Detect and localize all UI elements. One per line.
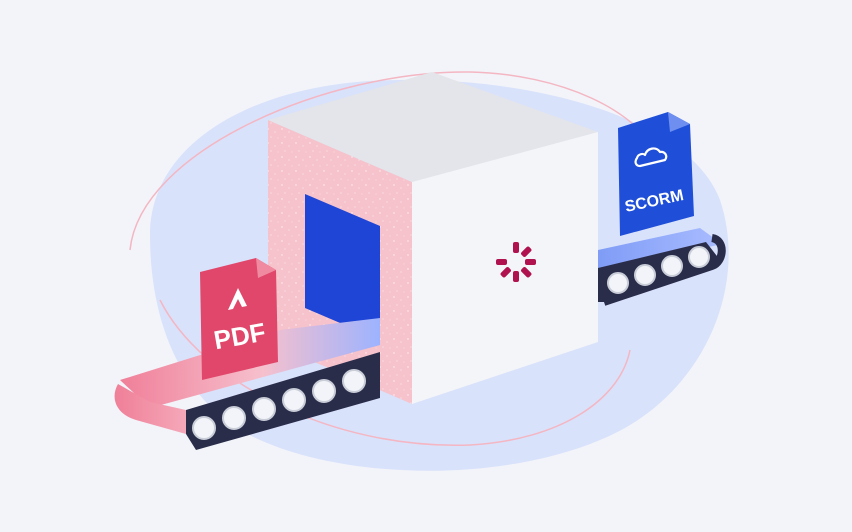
output-belt-rollers (607, 246, 710, 294)
box-tunnel-opening (305, 194, 380, 340)
cloud-icon (634, 147, 668, 168)
box-top (268, 72, 598, 182)
scorm-document: SCORM (618, 112, 694, 236)
output-conveyor-belt (598, 228, 726, 306)
spinner-burst-icon (496, 242, 536, 282)
pdf-document: PDF (200, 258, 278, 380)
box-front (412, 132, 598, 404)
input-belt-rollers (192, 369, 366, 440)
adobe-acrobat-icon (228, 288, 247, 310)
